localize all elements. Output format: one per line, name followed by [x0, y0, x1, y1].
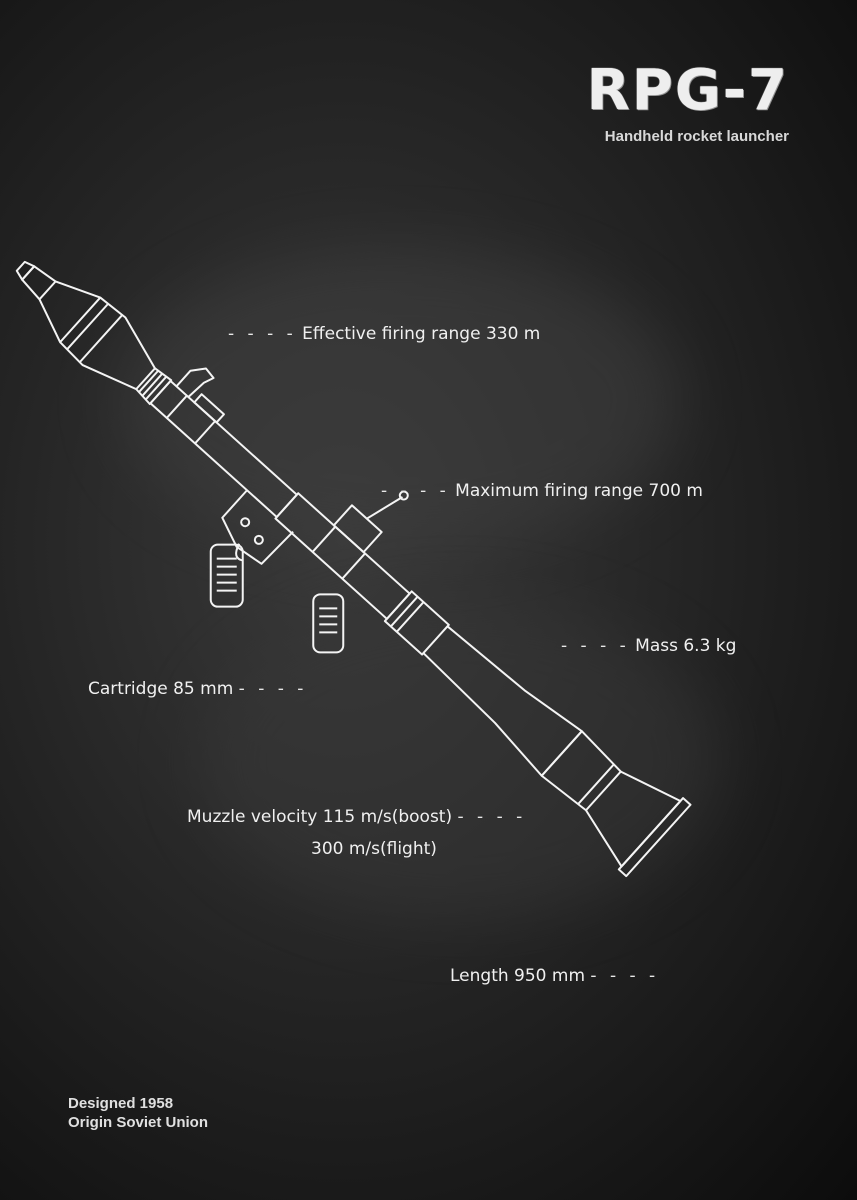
leader-dash: - - - -: [228, 324, 297, 344]
leader-dash: - - - -: [238, 679, 308, 699]
optic-mount: [332, 504, 383, 554]
spec-label: Length 950 mm: [450, 966, 586, 986]
spec-muzzle-velocity: Muzzle velocity 115 m/s(boost) - - - -: [187, 807, 526, 827]
guard-band: [390, 596, 419, 628]
leader-dash: - - - -: [457, 807, 527, 827]
spec-label: Cartridge 85 mm: [88, 679, 234, 699]
spec-cartridge: Cartridge 85 mm - - - -: [88, 679, 307, 699]
optic-knob: [398, 490, 409, 501]
rear-band: [540, 730, 583, 777]
trigger-pin: [240, 517, 251, 528]
tube-band: [311, 526, 337, 553]
sight-block: [193, 393, 225, 424]
spec-label: Maximum firing range 700 m: [455, 481, 703, 501]
trigger-pin: [253, 534, 264, 545]
chalk-smudge: [200, 600, 720, 920]
warhead-body: [59, 296, 156, 391]
optic-post: [366, 496, 403, 520]
trigger-housing: [221, 489, 294, 565]
page-subtitle: Handheld rocket launcher: [604, 128, 789, 145]
leader-dash: - - - -: [561, 636, 630, 656]
footer-origin: Origin Soviet Union: [68, 1114, 209, 1131]
rear-grip: [312, 593, 345, 654]
front-sight: [175, 367, 215, 398]
tube-band: [166, 395, 188, 419]
grip-cluster: [209, 543, 244, 608]
rear-band: [577, 763, 615, 805]
spec-maximum-range: - - - - Maximum firing range 700 m: [381, 481, 703, 501]
spec-mass: - - - - Mass 6.3 kg: [561, 636, 736, 656]
warhead-band: [78, 314, 124, 364]
tube-band: [341, 552, 366, 580]
chalk-smudge: [120, 250, 680, 550]
heat-guard: [383, 590, 450, 656]
rear-collar: [541, 730, 622, 812]
bell-rim: [617, 797, 692, 878]
launcher-front-tube: [149, 379, 298, 519]
warhead-band: [66, 302, 110, 351]
spec-label: Muzzle velocity 115 m/s(boost): [187, 807, 453, 827]
footer-designed: Designed 1958: [68, 1095, 174, 1112]
spec-label: Effective firing range 330 m: [302, 324, 541, 344]
spec-length: Length 950 mm - - - -: [450, 966, 659, 986]
leader-dash: - - - -: [590, 966, 660, 986]
guard-band: [396, 601, 425, 633]
rear-tube: [422, 625, 583, 777]
spec-label: Mass 6.3 kg: [635, 636, 737, 656]
rocket-ribs: [137, 369, 168, 401]
venturi-bell: [585, 770, 682, 868]
warhead-seam: [38, 280, 57, 300]
tube-band: [194, 420, 216, 445]
spec-effective-range: - - - - Effective firing range 330 m: [228, 324, 540, 344]
leader-dash: - - - -: [381, 481, 450, 501]
spec-muzzle-velocity-flight: 300 m/s(flight): [311, 839, 437, 859]
page-title: RPG-7: [586, 58, 789, 123]
